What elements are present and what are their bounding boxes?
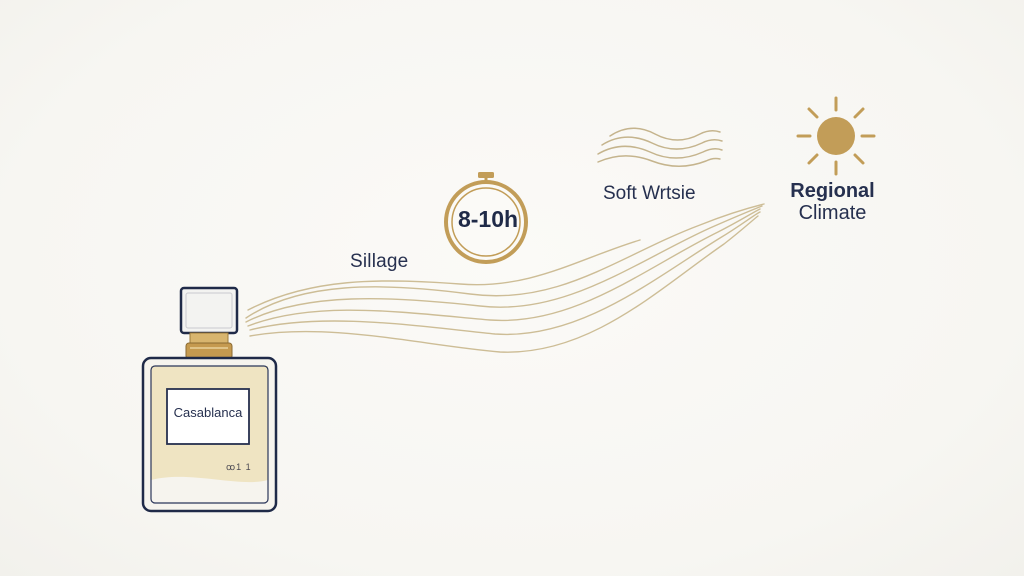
perfume-bottle-icon (141, 286, 278, 513)
regional-climate-label: Regional Climate (760, 180, 905, 224)
scent-trail (245, 203, 765, 353)
bottle-code-label: ꝏ1 1 (226, 462, 252, 472)
sillage-label: Sillage (350, 251, 409, 272)
wind-waves-icon (597, 127, 723, 167)
sun-icon (796, 96, 876, 176)
soft-wind-label: Soft Wrtsie (603, 183, 696, 204)
regional-label-line1: Regional (790, 180, 875, 202)
regional-label-line2: Climate (798, 202, 867, 224)
stopwatch-icon (444, 172, 528, 264)
bottle-name-label: Casablanca (173, 405, 243, 420)
duration-label: 8-10h (457, 206, 519, 232)
